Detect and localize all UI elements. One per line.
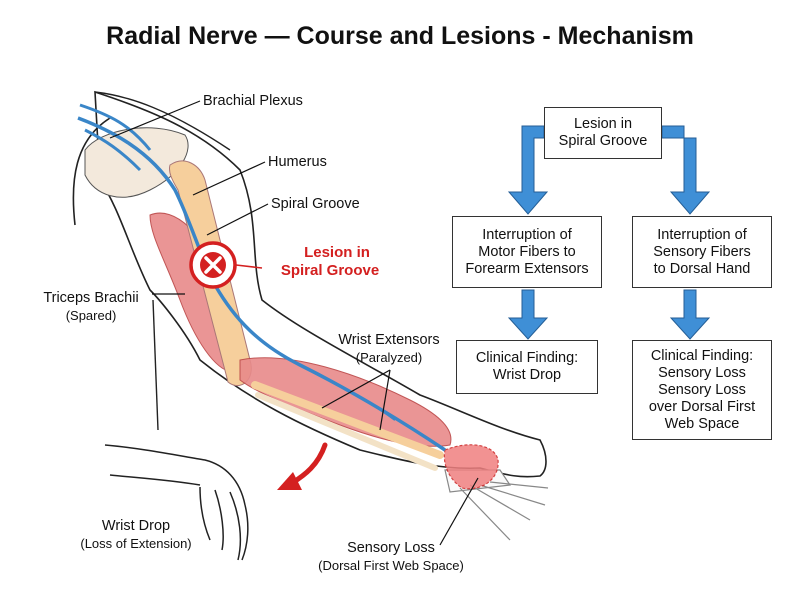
arrow-left-down [507,289,549,340]
flow-arrows [507,125,711,340]
arrow-right-down [669,289,711,340]
flow-box-sensory-loss-line2: Sensory Loss [658,364,746,381]
lesion-marker-icon [189,241,237,289]
label-wrist-drop: Wrist Drop (Loss of Extension) [66,518,206,552]
lesion-label-line2: Spiral Groove [280,262,380,279]
forearm-bone-ulna [255,392,438,471]
label-triceps-sub: (Spared) [65,308,117,323]
forearm-bone-radius [251,381,444,459]
label-sensory-loss: Sensory Loss (Dorsal First Web Space) [306,540,476,574]
label-sensory-loss-title: Sensory Loss [347,540,435,556]
flow-box-motor-line2: Motor Fibers to [478,243,576,260]
flow-box-wrist-drop-line1: Clinical Finding: [475,350,579,366]
flow-box-sensory-line3: to Dorsal Hand [653,260,751,277]
label-sensory-loss-sub: (Dorsal First Web Space) [318,558,464,573]
flow-box-lesion-line2: Spiral Groove [558,133,648,149]
flow-box-motor: Interruption of Motor Fibers to Forearm … [452,216,602,288]
flow-box-sensory-loss-line4: over Dorsal First [648,398,756,415]
label-humerus: Humerus [268,154,327,170]
arrow-top-to-right [661,125,711,215]
label-wrist-extensors-sub: (Paralyzed) [355,350,423,365]
flow-box-sensory: Interruption of Sensory Fibers to Dorsal… [632,216,772,288]
flow-box-sensory-loss-line5: Web Space [664,415,740,432]
flow-box-motor-line3: Forearm Extensors [465,260,589,277]
flow-box-sensory-loss-line1: Clinical Finding: [650,347,754,364]
flow-box-wrist-drop: Clinical Finding: Wrist Drop [456,340,598,394]
flow-box-sensory-loss: Clinical Finding: Sensory Loss Sensory L… [632,340,772,440]
lesion-leader-line [235,264,263,269]
label-wrist-extensors-title: Wrist Extensors [338,332,440,348]
flow-box-sensory-line2: Sensory Fibers [653,243,751,260]
flow-box-sensory-line1: Interruption of [657,226,747,243]
label-wrist-drop-title: Wrist Drop [101,518,171,534]
wrist-drop-arrow [289,442,328,486]
lesion-label-line1: Lesion in [304,244,370,261]
page-title: Radial Nerve — Course and Lesions - Mech… [106,22,694,50]
lesion-label: Lesion in Spiral Groove [281,244,383,280]
label-spiral-groove: Spiral Groove [271,196,360,212]
nerve-branch-extensors [299,364,396,421]
leader-lines [109,100,479,546]
label-wrist-extensors: Wrist Extensors (Paralyzed) [330,332,448,366]
label-wrist-drop-sub: (Loss of Extension) [80,536,192,551]
label-brachial-plexus: Brachial Plexus [203,93,303,109]
upper-shoulder-line [94,91,231,151]
flow-box-motor-line1: Interruption of [482,226,572,243]
flow-box-wrist-drop-line2: Wrist Drop [492,367,562,383]
flow-box-sensory-loss-line3: Sensory Loss [658,381,746,398]
flow-box-lesion-line1: Lesion in [573,116,633,132]
label-triceps: Triceps Brachii (Spared) [30,290,152,324]
sensory-loss-area [443,444,499,490]
back-line [152,299,159,431]
wrist-drop-arrow-head [277,472,302,490]
arrow-top-to-left [507,125,549,215]
brachial-plexus-branch-2 [84,128,142,172]
label-triceps-title: Triceps Brachii [43,290,139,306]
wrist-drop-hand [104,444,249,561]
brachial-plexus-branch-1 [79,103,152,151]
arm-outline [94,90,547,478]
flow-box-lesion: Lesion in Spiral Groove [544,107,662,159]
